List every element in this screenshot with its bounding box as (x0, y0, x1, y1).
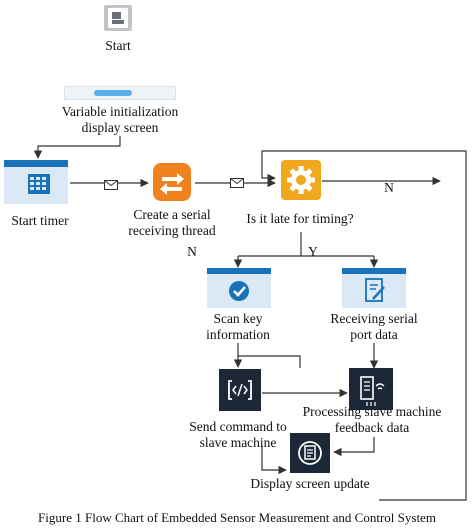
envelope-icon (230, 175, 244, 188)
branch-n-left: N (187, 244, 197, 259)
display-update-label: Display screen update (250, 476, 370, 491)
var-init-label-2: display screen (81, 120, 159, 135)
send-command-label-2: slave machine (199, 435, 277, 450)
server-signal-icon (349, 368, 393, 410)
edit-document-window-icon (342, 268, 406, 308)
processing-label-2: feedback data (334, 420, 410, 435)
start-timer-label: Start timer (11, 213, 69, 228)
branch-y: Y (308, 244, 318, 259)
start-label: Start (105, 38, 131, 53)
scan-key-label-1: Scan key (213, 311, 263, 326)
doc-circle-icon (290, 433, 330, 473)
send-command-label-1: Send command to (189, 419, 287, 434)
scan-key-label-2: information (206, 327, 270, 342)
figure-caption: Figure 1 Flow Chart of Embedded Sensor M… (38, 510, 436, 525)
progress-bar-icon (63, 85, 177, 101)
receiving-serial-label-2: port data (350, 327, 398, 342)
branch-n-right: N (384, 180, 394, 195)
receiving-serial-label-1: Receiving serial (330, 311, 418, 326)
processing-label-1: Processing slave machine (302, 404, 442, 419)
calendar-window-icon (4, 160, 68, 204)
serial-thread-label-2: receiving thread (128, 223, 216, 238)
gear-icon (281, 160, 321, 200)
late-question-label: Is it late for timing? (246, 211, 354, 226)
envelope-icon (104, 177, 118, 190)
var-init-label-1: Variable initialization (61, 104, 179, 119)
serial-thread-label-1: Create a serial (133, 207, 211, 222)
document-icon (104, 5, 132, 31)
transfer-arrows-icon (153, 163, 191, 201)
checkmark-window-icon (207, 268, 271, 308)
code-brackets-icon (219, 369, 261, 411)
